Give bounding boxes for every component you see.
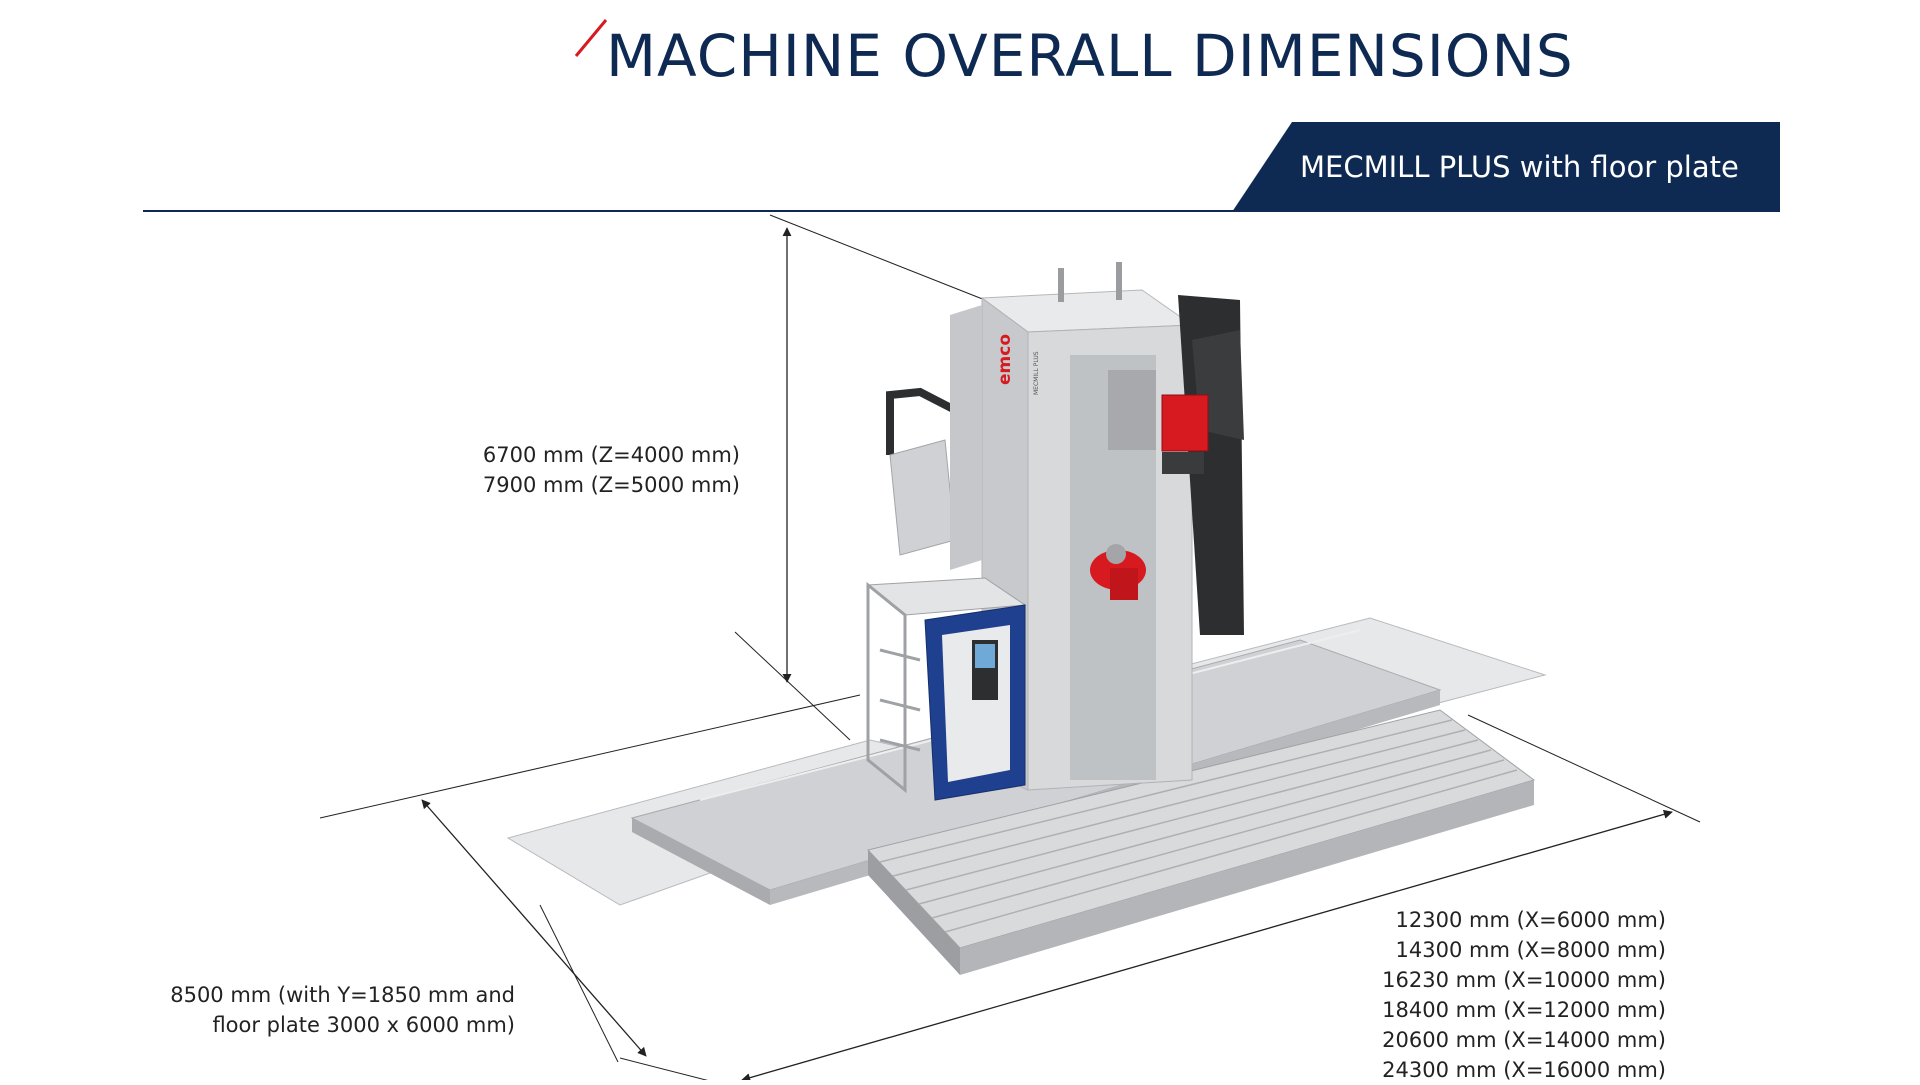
length-value-4: 18400 mm (X=12000 mm) bbox=[1382, 998, 1666, 1022]
height-dimension-label: 6700 mm (Z=4000 mm) 7900 mm (Z=5000 mm) bbox=[420, 440, 740, 500]
height-value-2: 7900 mm (Z=5000 mm) bbox=[482, 473, 740, 497]
operator-station bbox=[866, 577, 1027, 801]
brand-logo: emco bbox=[995, 334, 1015, 385]
header-rule bbox=[143, 210, 1238, 212]
tool-magazine bbox=[886, 305, 982, 570]
depth-dimension-label: 8500 mm (with Y=1850 mm and floor plate … bbox=[115, 980, 515, 1040]
length-dimension-label: 12300 mm (X=6000 mm) 14300 mm (X=8000 mm… bbox=[1320, 905, 1666, 1085]
spindle-head-lower bbox=[1090, 544, 1146, 600]
length-value-5: 20600 mm (X=14000 mm) bbox=[1382, 1028, 1666, 1052]
depth-value-1: 8500 mm (with Y=1850 mm and bbox=[170, 983, 515, 1007]
column-model-label: MECMILL PLUS bbox=[1033, 351, 1040, 395]
length-value-3: 16230 mm (X=10000 mm) bbox=[1382, 968, 1666, 992]
page-title: MACHINE OVERALL DIMENSIONS bbox=[606, 22, 1574, 90]
title-accent-slash bbox=[574, 19, 608, 57]
length-value-2: 14300 mm (X=8000 mm) bbox=[1395, 938, 1666, 962]
model-banner-label: MECMILL PLUS with floor plate bbox=[1300, 150, 1739, 184]
spindle-head-upper bbox=[1161, 394, 1209, 474]
length-dimension-line bbox=[741, 809, 1673, 1080]
length-value-1: 12300 mm (X=6000 mm) bbox=[1395, 908, 1666, 932]
height-value-1: 6700 mm (Z=4000 mm) bbox=[482, 443, 740, 467]
depth-value-2: floor plate 3000 x 6000 mm) bbox=[212, 1013, 515, 1037]
worktable bbox=[867, 709, 1536, 975]
length-value-6: 24300 mm (X=16000 mm) bbox=[1382, 1058, 1666, 1082]
depth-dimension-line bbox=[421, 799, 647, 1057]
model-banner bbox=[1232, 122, 1780, 212]
